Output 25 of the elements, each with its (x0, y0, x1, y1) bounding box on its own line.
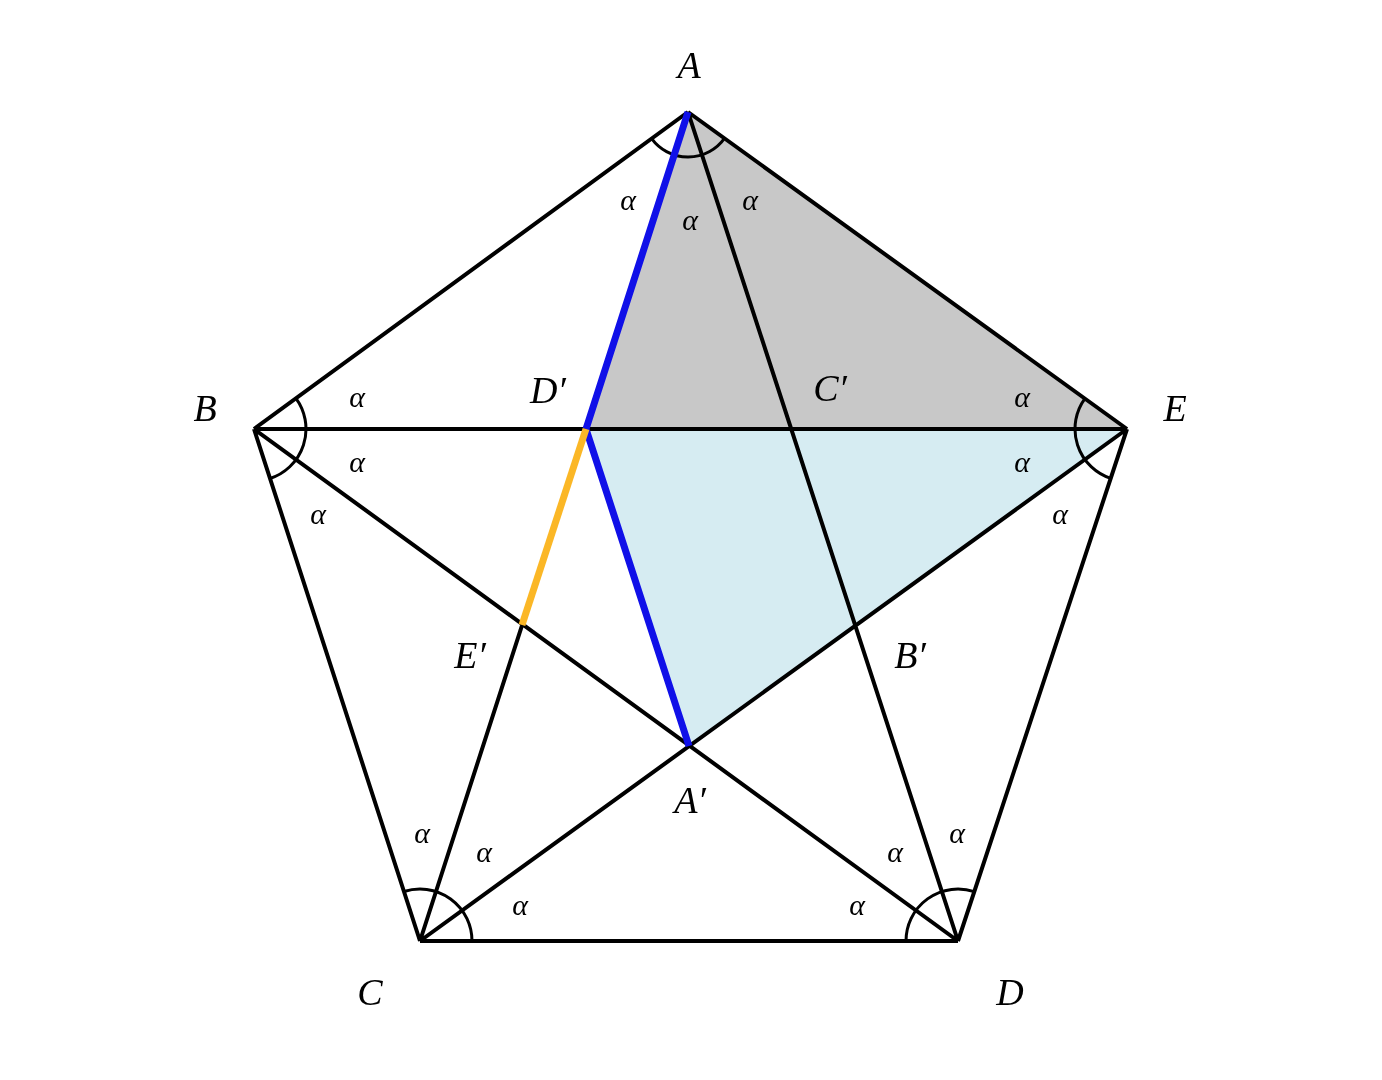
angle-label: α (349, 382, 365, 412)
angle-label: α (849, 890, 865, 920)
angle-label: α (349, 447, 365, 477)
point-label: A′ (674, 781, 706, 819)
angle-label: α (1014, 447, 1030, 477)
point-label: E′ (454, 636, 486, 674)
point-label: B (193, 389, 217, 427)
angle-label: α (620, 185, 636, 215)
angle-label: α (1014, 382, 1030, 412)
angle-label: α (949, 818, 965, 848)
point-label: D (996, 973, 1024, 1011)
angle-label: α (1052, 499, 1068, 529)
point-label: A (677, 46, 701, 84)
angle-label: α (512, 890, 528, 920)
point-label: C′ (813, 369, 847, 407)
point-label: C (357, 973, 383, 1011)
angle-label: α (414, 818, 430, 848)
angle-label: α (682, 205, 698, 235)
angle-label: α (310, 499, 326, 529)
point-label: D′ (530, 371, 566, 409)
angle-label: α (742, 185, 758, 215)
point-label: B′ (894, 636, 926, 674)
point-label: E (1163, 389, 1187, 427)
angle-label: α (887, 837, 903, 867)
angle-label: α (476, 837, 492, 867)
